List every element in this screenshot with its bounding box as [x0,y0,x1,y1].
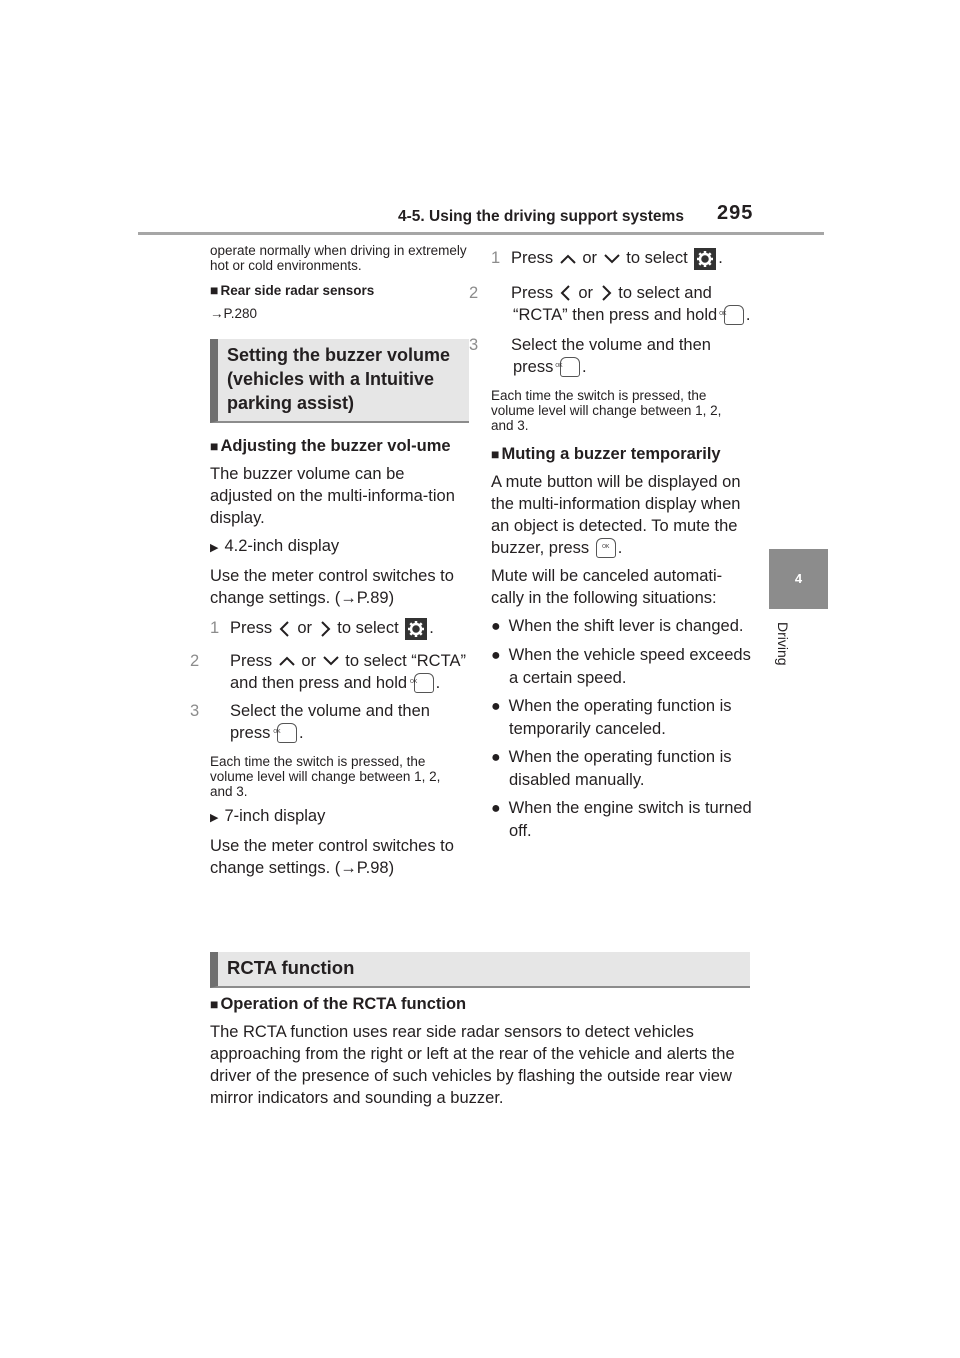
right-volume-note: Each time the switch is pressed, the vol… [491,387,722,433]
chapter-label: Driving [775,622,791,666]
list-item: ●When the operating function is temporar… [491,696,732,738]
meter-text-2: Use the meter control switches to change… [210,836,454,877]
list-item: ●When the operating function is disabled… [491,747,732,789]
display-7-label: ▶7-inch display [210,806,326,825]
ok-button-icon: OK [555,357,580,378]
adjust-text: The buzzer volume can be adjusted on the… [210,465,455,527]
rcta-body: ■Operation of the RCTA function The RCTA… [210,993,750,1109]
rear-sensors-ref[interactable]: →P.280 [210,306,258,321]
chevron-down-icon [321,652,341,670]
chevron-left-icon [558,284,574,302]
header-divider [138,232,824,235]
list-item: ●When the vehicle speed exceeds a certai… [491,645,751,687]
ok-button-icon: OK [719,305,744,326]
left-volume-note: Each time the switch is pressed, the vol… [210,753,441,799]
bullet-dot-icon: ● [491,646,501,664]
bullet-dot-icon: ● [491,697,501,715]
page-number: 295 [717,202,754,224]
intro-text: operate normally when driving in extreme… [210,243,467,273]
rcta-section-heading: RCTA function [210,952,750,988]
adjust-heading: ■Adjusting the buzzer vol-ume [210,437,451,455]
chevron-left-icon [277,619,293,637]
page-ref-98[interactable]: P.98 [356,858,389,877]
list-item: ●When the engine switch is turned off. [491,798,752,840]
settings-gear-icon [405,617,428,640]
rcta-op-text: The RCTA function uses rear side radar s… [210,1023,735,1107]
rear-sensors-heading: ■Rear side radar sensors [210,282,375,299]
display-42-label: ▶4.2-inch display [210,537,340,555]
list-item: ●When the shift lever is changed. [491,616,744,635]
triangle-bullet-icon: ▶ [210,811,219,824]
section-title: 4-5. Using the driving support systems [398,208,684,225]
chevron-up-icon [558,249,578,267]
bullet-dot-icon: ● [491,799,501,817]
chevron-right-icon [317,619,333,637]
ok-button-icon: OK [595,538,616,559]
chevron-up-icon [277,652,297,670]
buzzer-volume-section-heading: Setting the buzzer volume (vehicles with… [210,339,469,423]
left-column: operate normally when driving in extreme… [190,243,470,879]
settings-gear-icon [694,247,717,270]
triangle-bullet-icon: ▶ [210,542,219,554]
mute-text: A mute button will be displayed on the m… [491,472,741,559]
mute-heading: ■Muting a buzzer temporarily [491,444,721,463]
ok-button-icon: OK [410,673,434,694]
rcta-op-heading: ■Operation of the RCTA function [210,995,467,1013]
page-ref-89[interactable]: P.89 [356,589,389,607]
bullet-dot-icon: ● [491,748,501,766]
meter-text-1: Use the meter control switches to change… [210,567,454,607]
chevron-right-icon [598,284,614,302]
cancel-text: Mute will be canceled automati-cally in … [491,566,723,607]
chevron-down-icon [602,249,622,267]
bullet-dot-icon: ● [491,617,501,635]
chapter-tab: 4 [769,549,828,609]
ok-button-icon: OK [273,723,297,744]
